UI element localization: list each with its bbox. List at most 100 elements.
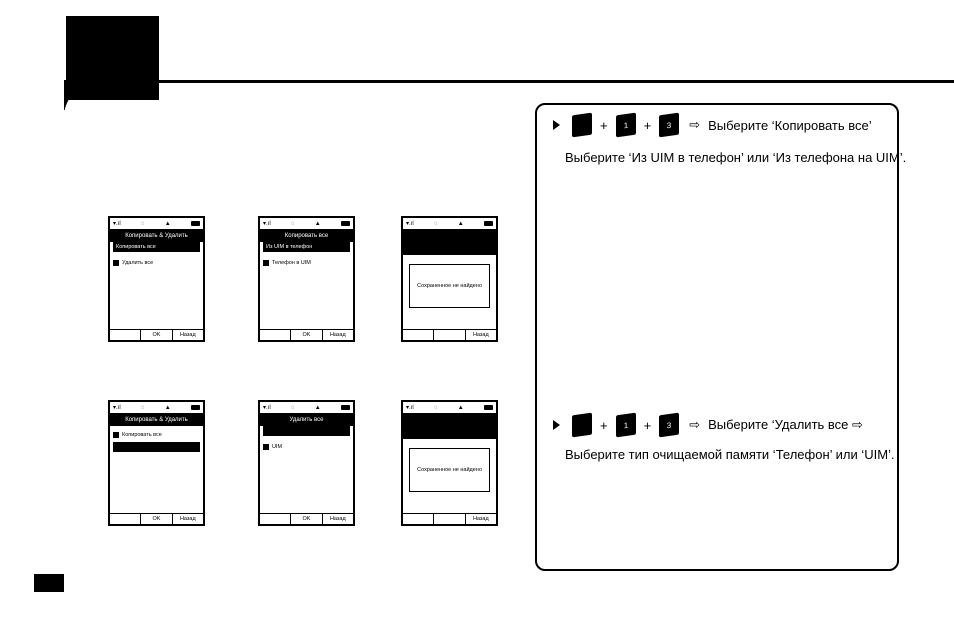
selected-menu-item[interactable]: [113, 442, 200, 452]
battery-icon: [483, 405, 493, 410]
soft-key-back[interactable]: Назад: [321, 330, 353, 340]
ring-icon: ◌: [433, 220, 438, 227]
step-instruction: Выберите ‘Удалить все ⇨: [708, 417, 863, 432]
status-bar: ▾.ıl ◌ ▲: [260, 402, 353, 413]
menu-item-label: Телефон в UIM: [272, 259, 311, 266]
phone-screen-copy-delete: ▾.ıl ◌ ▲ Копировать & Удалить Копировать…: [108, 216, 205, 342]
instruction-panel: [535, 103, 899, 571]
signal-icon: ▾.ıl: [263, 221, 271, 227]
plus-sign: +: [643, 417, 652, 433]
signal-icon: ▾.ıl: [113, 405, 121, 411]
bell-icon: ▲: [457, 220, 464, 227]
menu-item[interactable]: Телефон в UIM: [263, 258, 350, 267]
step-sub-instruction: Выберите ‘Из UIM в телефон’ или ‘Из теле…: [565, 150, 907, 165]
step-copy-all: + 1 + 3 ⇨ Выберите ‘Копировать все’: [553, 112, 872, 138]
ring-icon: ◌: [140, 404, 145, 411]
signal-icon: ▾.ıl: [113, 221, 121, 227]
battery-icon: [190, 221, 200, 226]
number-icon: [113, 431, 119, 438]
soft-key-bar: OK Назад: [260, 329, 353, 340]
soft-key-ok[interactable]: OK: [290, 330, 321, 340]
soft-key-bar: OK Назад: [260, 513, 353, 524]
phone-screen-copy-delete-2: ▾.ıl ◌ ▲ Копировать & Удалить Копировать…: [108, 400, 205, 526]
step-delete-all: + 1 + 3 ⇨ Выберите ‘Удалить все ⇨: [553, 412, 863, 438]
soft-key-bar: Назад: [403, 513, 496, 524]
soft-key-ok[interactable]: OK: [140, 330, 171, 340]
soft-key-ok[interactable]: OK: [290, 514, 321, 524]
signal-icon: ▾.ıl: [406, 221, 414, 227]
phone-screen-delete-all: ▾.ıl ◌ ▲ Удалить все UIM OK Назад: [258, 400, 355, 526]
bullet-arrow-icon: [553, 120, 560, 130]
status-bar: ▾.ıl ◌ ▲: [110, 218, 203, 229]
soft-key-bar: OK Назад: [110, 329, 203, 340]
phone-screen-copy-all: ▾.ıl ◌ ▲ Копировать все Из UIM в телефон…: [258, 216, 355, 342]
menu-key-icon: [572, 112, 592, 138]
plus-sign: +: [600, 417, 608, 433]
soft-key-left[interactable]: [110, 514, 140, 524]
menu-key-icon: [572, 412, 592, 438]
battery-icon: [190, 405, 200, 410]
ring-icon: ◌: [290, 404, 295, 411]
soft-key-back[interactable]: Назад: [464, 514, 496, 524]
status-bar: ▾.ıl ◌ ▲: [110, 402, 203, 413]
signal-icon: ▾.ıl: [406, 405, 414, 411]
soft-key-bar: Назад: [403, 329, 496, 340]
soft-key-left[interactable]: [260, 330, 290, 340]
menu-item[interactable]: UIM: [263, 442, 350, 451]
header-band: [403, 229, 496, 255]
selected-menu-item[interactable]: Из UIM в телефон: [263, 242, 350, 252]
header-band: [403, 413, 496, 439]
number-icon: [113, 259, 119, 266]
ring-icon: ◌: [433, 404, 438, 411]
soft-key-left[interactable]: [110, 330, 140, 340]
selected-menu-item[interactable]: [263, 426, 350, 436]
number-icon: [263, 443, 269, 450]
menu-item[interactable]: Удалить все: [113, 258, 200, 267]
battery-icon: [340, 405, 350, 410]
key-1-icon: 1: [615, 412, 636, 438]
status-bar: ▾.ıl ◌ ▲: [260, 218, 353, 229]
soft-key-back[interactable]: Назад: [171, 514, 203, 524]
implies-arrow-icon: ⇨: [689, 117, 701, 132]
chapter-tab: [66, 16, 159, 100]
menu-item-label: Копировать все: [122, 431, 162, 438]
step-sub-instruction: Выберите тип очищаемой памяти ‘Телефон’ …: [565, 447, 895, 462]
battery-icon: [340, 221, 350, 226]
bell-icon: ▲: [314, 220, 321, 227]
bell-icon: ▲: [457, 404, 464, 411]
soft-key-ok[interactable]: OK: [140, 514, 171, 524]
number-icon: [263, 259, 269, 266]
screen-header: Копировать все: [260, 229, 353, 242]
step-instruction: Выберите ‘Копировать все’: [708, 117, 872, 133]
soft-key-left[interactable]: [403, 514, 433, 524]
plus-sign: +: [600, 117, 608, 133]
phone-screen-popup-2: ▾.ıl ◌ ▲ Сохраненное не найдено Назад: [401, 400, 498, 526]
screen-header: Удалить все: [260, 413, 353, 426]
soft-key-bar: OK Назад: [110, 513, 203, 524]
soft-key-mid[interactable]: [433, 514, 464, 524]
soft-key-mid[interactable]: [433, 330, 464, 340]
menu-item-label: UIM: [272, 443, 283, 450]
status-bar: ▾.ıl ◌ ▲: [403, 402, 496, 413]
soft-key-left[interactable]: [260, 514, 290, 524]
menu-item[interactable]: Копировать все: [113, 430, 200, 439]
bell-icon: ▲: [164, 220, 171, 227]
ring-icon: ◌: [140, 220, 145, 227]
soft-key-back[interactable]: Назад: [464, 330, 496, 340]
soft-key-back[interactable]: Назад: [321, 514, 353, 524]
screen-header: Копировать & Удалить: [110, 229, 203, 242]
screen-header: Копировать & Удалить: [110, 413, 203, 426]
phone-screen-popup: ▾.ıl ◌ ▲ Сохраненное не найдено Назад: [401, 216, 498, 342]
plus-sign: +: [643, 117, 652, 133]
key-1-icon: 1: [615, 112, 636, 138]
key-3-icon: 3: [659, 112, 680, 138]
selected-menu-item[interactable]: Копировать все: [113, 242, 200, 252]
menu-item-label: Удалить все: [122, 259, 154, 266]
signal-icon: ▾.ıl: [263, 405, 271, 411]
soft-key-back[interactable]: Назад: [171, 330, 203, 340]
key-3-icon: 3: [659, 412, 680, 438]
popup-message: Сохраненное не найдено: [409, 448, 490, 492]
soft-key-left[interactable]: [403, 330, 433, 340]
ring-icon: ◌: [290, 220, 295, 227]
implies-arrow-icon: ⇨: [689, 417, 701, 432]
